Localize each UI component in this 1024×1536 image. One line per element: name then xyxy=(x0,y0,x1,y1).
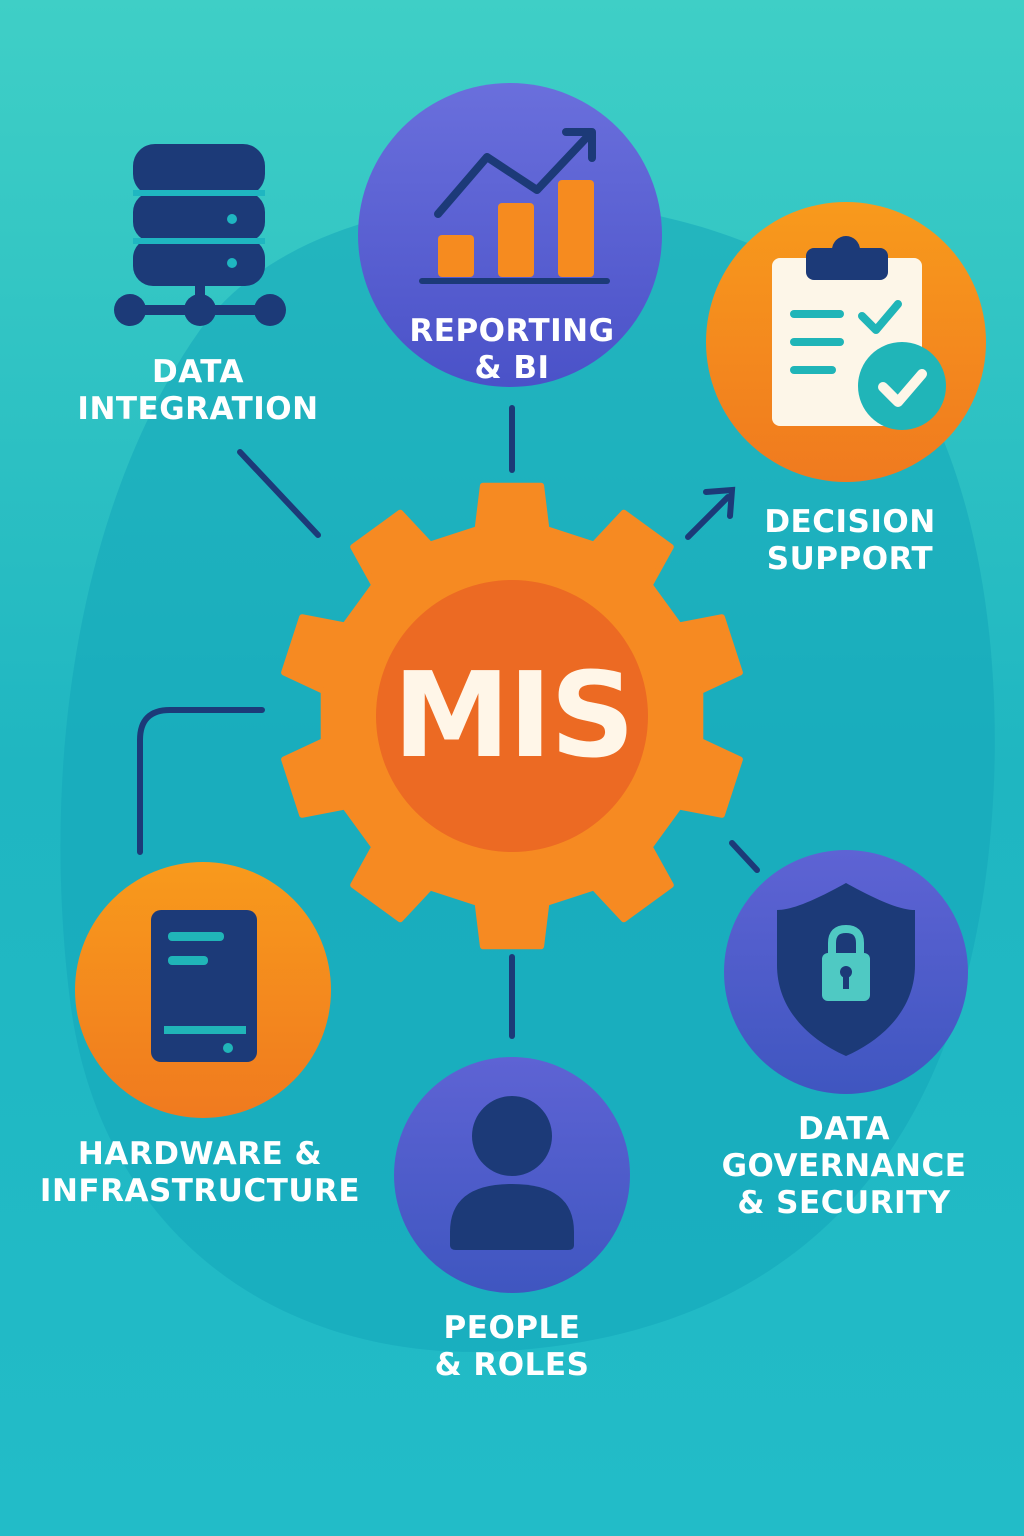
label-people-roles: PEOPLE & ROLES xyxy=(362,1310,662,1384)
label-line: SUPPORT xyxy=(766,541,934,577)
label-line: PEOPLE xyxy=(443,1310,581,1346)
label-line: INFRASTRUCTURE xyxy=(39,1173,361,1209)
label-reporting-bi: REPORTING & BI xyxy=(362,313,662,387)
label-line: DATA xyxy=(797,1111,891,1147)
connector-hardware xyxy=(137,707,265,855)
label-line: HARDWARE & xyxy=(77,1136,323,1172)
bar-chart-trend-icon xyxy=(419,128,610,284)
shield-lock-icon xyxy=(777,883,915,1056)
connector-decision xyxy=(685,494,731,540)
connector-governance xyxy=(729,840,760,873)
gear-inner-circle xyxy=(376,580,648,852)
device-icon xyxy=(151,910,257,1062)
label-line: & ROLES xyxy=(434,1347,590,1383)
clipboard-check-icon xyxy=(772,236,946,430)
label-line: INTEGRATION xyxy=(77,391,319,427)
label-line: & SECURITY xyxy=(737,1185,951,1221)
database-icon xyxy=(114,144,286,326)
label-line: & BI xyxy=(474,350,550,386)
label-line: REPORTING xyxy=(409,313,615,349)
person-icon xyxy=(450,1096,574,1250)
label-line: GOVERNANCE xyxy=(721,1148,967,1184)
label-line: DATA xyxy=(151,354,245,390)
arrowhead-decision xyxy=(703,486,736,519)
center-label: MIS xyxy=(392,646,635,784)
label-line: DECISION xyxy=(764,504,936,540)
label-data-governance-security: DATA GOVERNANCE & SECURITY xyxy=(694,1111,994,1222)
label-data-integration: DATA INTEGRATION xyxy=(48,354,348,428)
label-decision-support: DECISION SUPPORT xyxy=(700,504,1000,578)
connector-data-integration xyxy=(237,449,321,538)
label-hardware-infrastructure: HARDWARE & INFRASTRUCTURE xyxy=(20,1136,380,1210)
